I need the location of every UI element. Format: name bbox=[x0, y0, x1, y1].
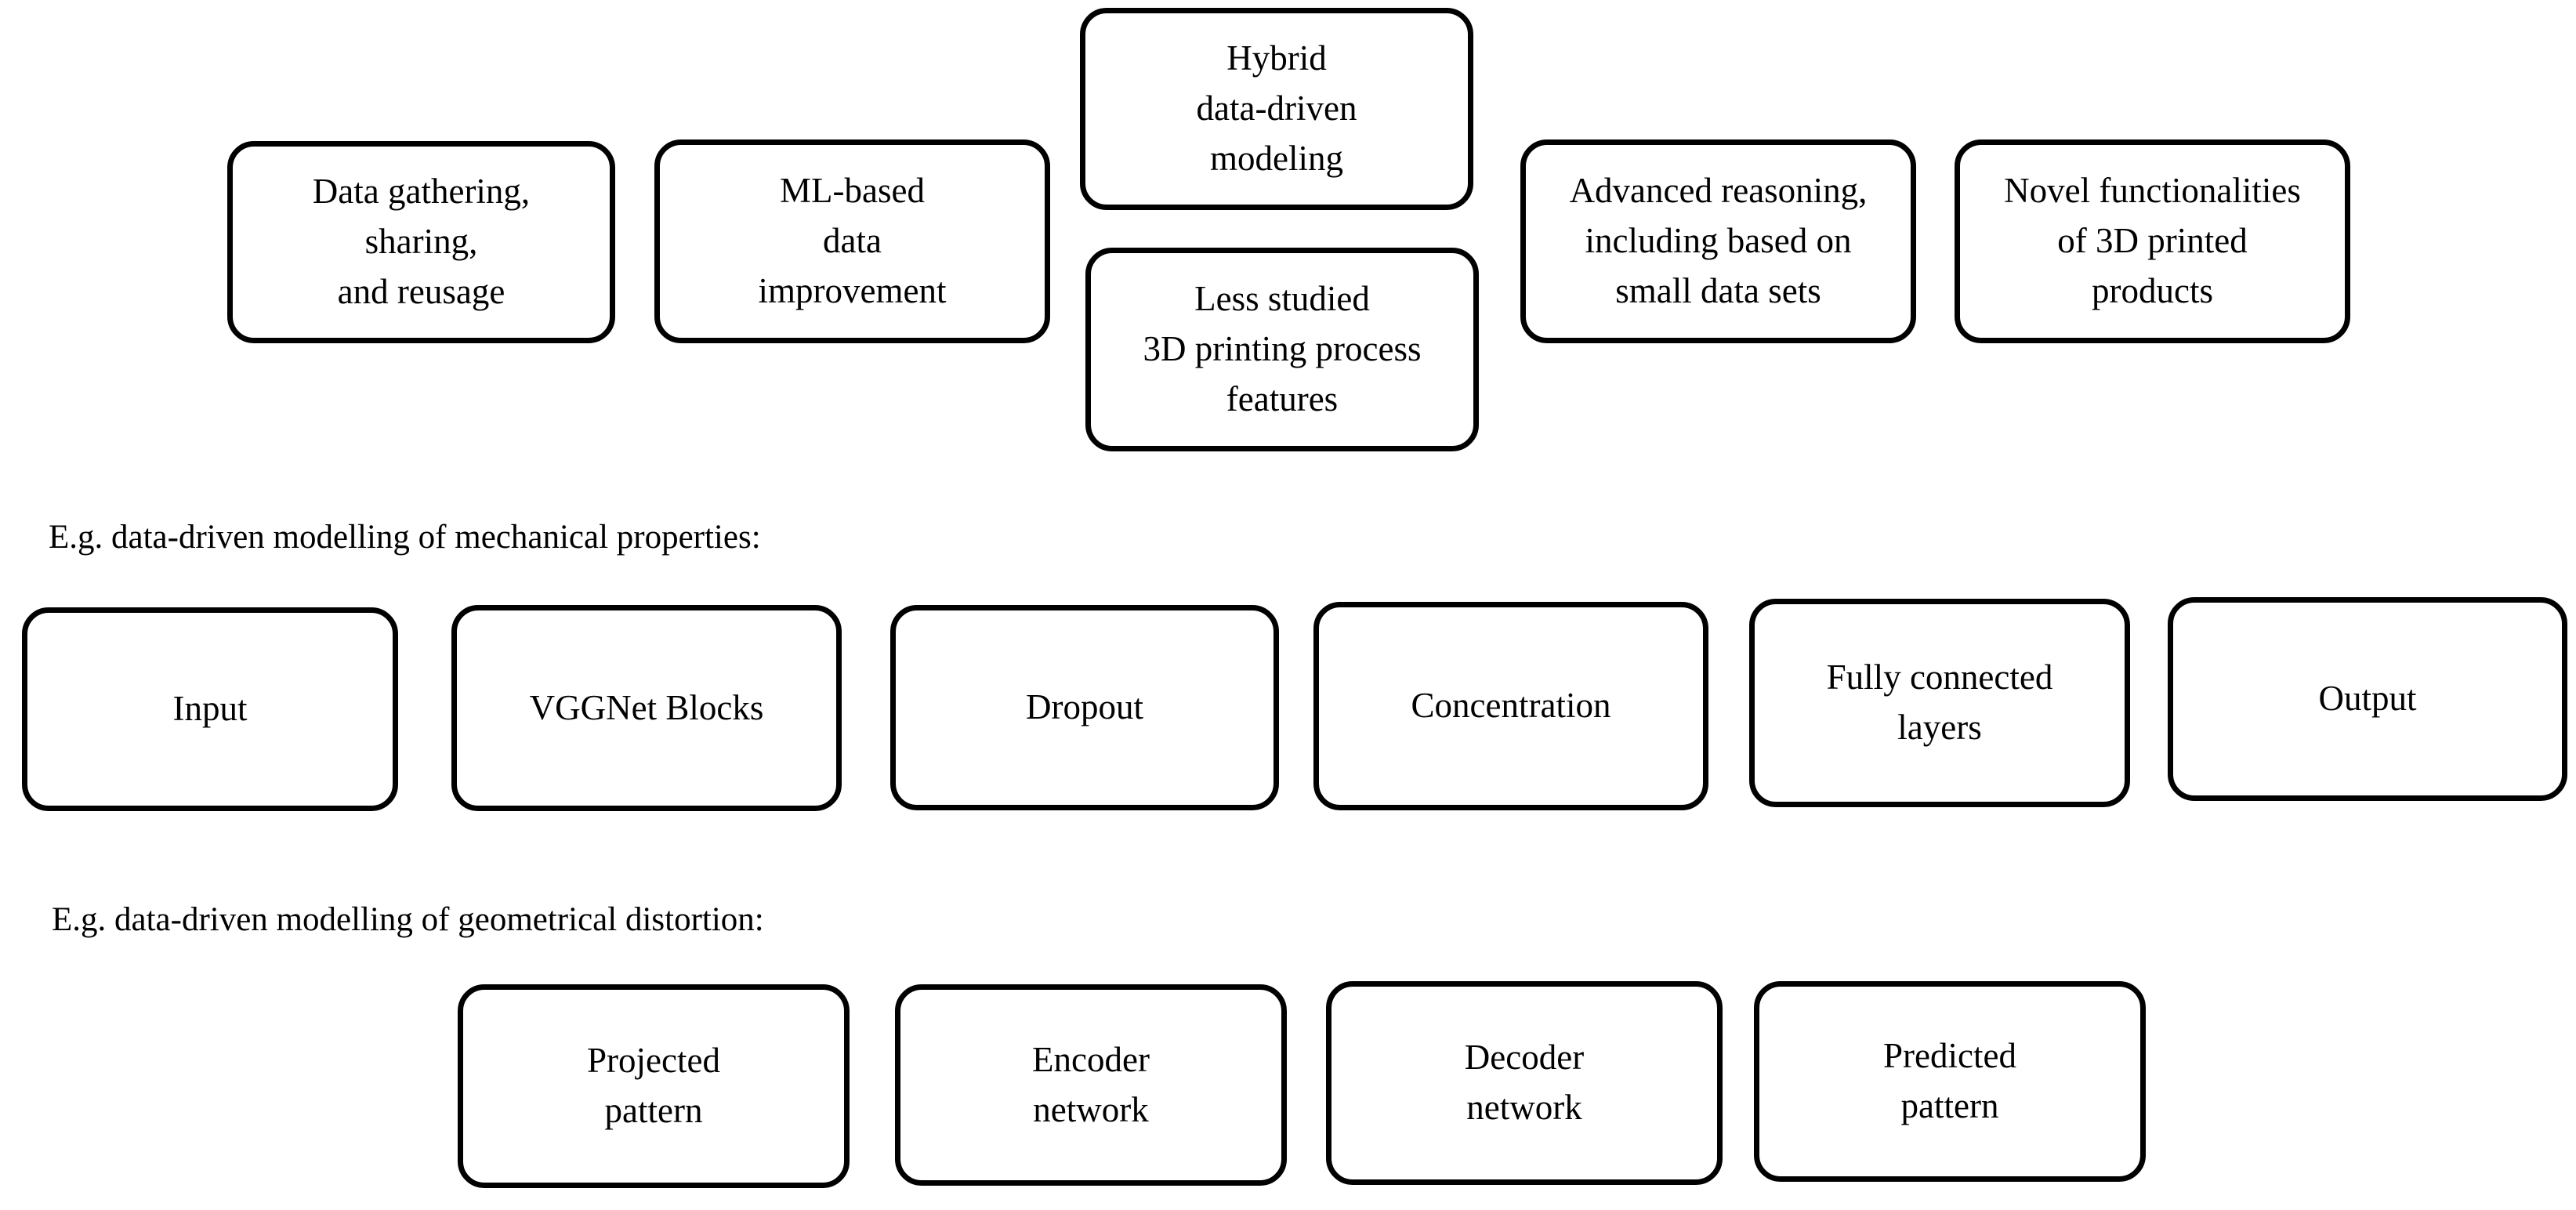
node-less-studied-process-features: Less studied 3D printing process feature… bbox=[1085, 248, 1479, 451]
node-output: Output bbox=[2168, 597, 2567, 801]
node-ml-based-data-improvement: ML-based data improvement bbox=[654, 139, 1050, 343]
node-encoder-network: Encoder network bbox=[895, 984, 1287, 1186]
node-concentration: Concentration bbox=[1313, 602, 1708, 810]
node-vggnet-blocks: VGGNet Blocks bbox=[451, 605, 842, 811]
node-hybrid-data-driven-modeling: Hybrid data-driven modeling bbox=[1080, 8, 1473, 210]
node-data-gathering: Data gathering, sharing, and reusage bbox=[227, 141, 615, 343]
caption-mechanical-properties: E.g. data-driven modelling of mechanical… bbox=[49, 519, 761, 556]
node-advanced-reasoning: Advanced reasoning, including based on s… bbox=[1520, 139, 1916, 343]
node-dropout: Dropout bbox=[890, 605, 1279, 810]
node-decoder-network: Decoder network bbox=[1326, 981, 1723, 1185]
node-projected-pattern: Projected pattern bbox=[458, 984, 850, 1188]
node-predicted-pattern: Predicted pattern bbox=[1754, 981, 2146, 1182]
node-fully-connected-layers: Fully connected layers bbox=[1749, 599, 2130, 807]
caption-geometrical-distortion: E.g. data-driven modelling of geometrica… bbox=[52, 901, 764, 938]
node-input: Input bbox=[22, 607, 398, 811]
node-novel-functionalities: Novel functionalities of 3D printed prod… bbox=[1955, 139, 2350, 343]
